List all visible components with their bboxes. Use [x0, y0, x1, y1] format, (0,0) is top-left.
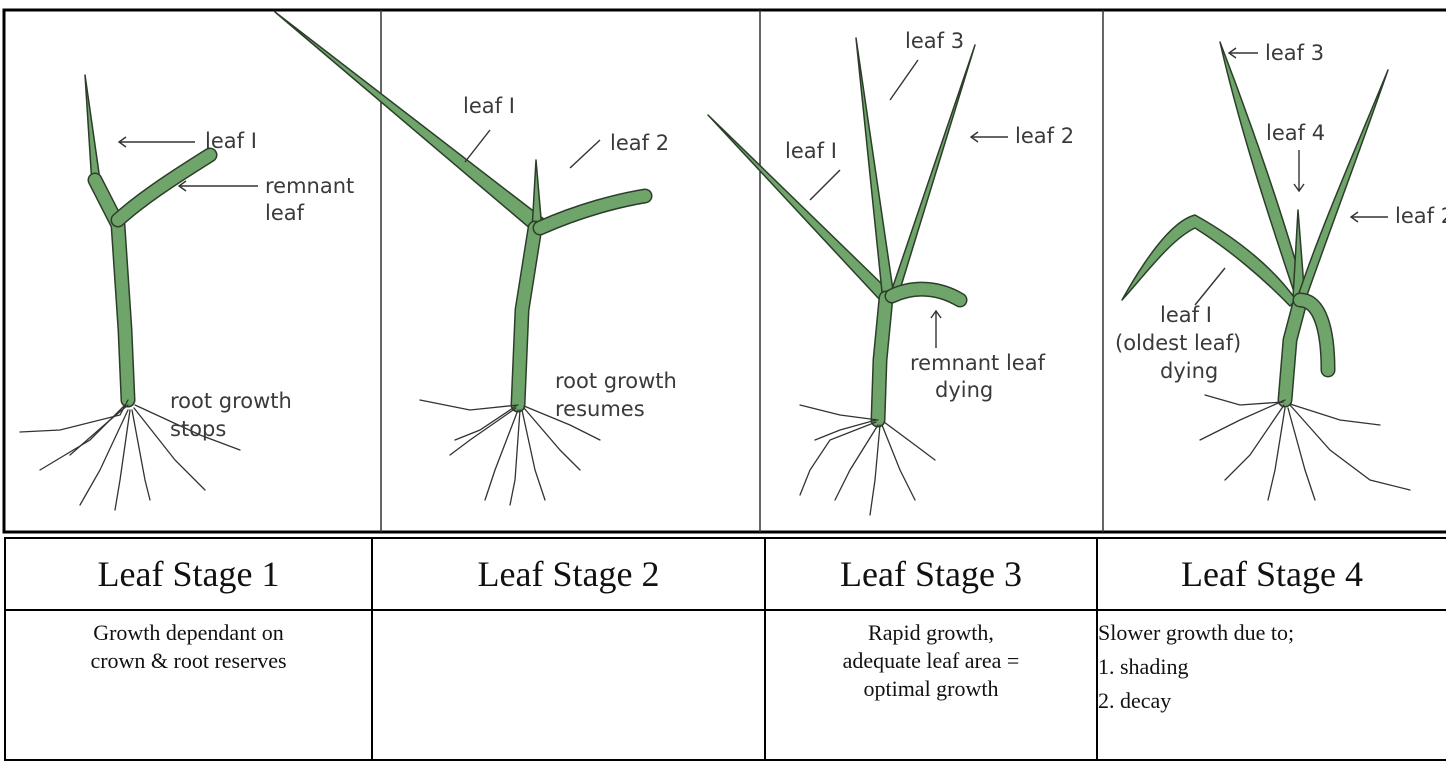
- label-root-growth: root growth: [170, 389, 292, 413]
- stage-heading-row: Leaf Stage 1 Leaf Stage 2 Leaf Stage 3 L…: [5, 538, 1446, 610]
- label-root-resumes: resumes: [555, 397, 645, 421]
- stage-heading: Leaf Stage 2: [372, 538, 765, 610]
- arrow-leaf1: [810, 170, 840, 200]
- description-line: Growth dependant on: [6, 619, 371, 647]
- label-leaf2: leaf 2: [1015, 124, 1074, 148]
- label-leaf1: leaf I: [785, 139, 837, 163]
- stage-description: Growth dependant on crown & root reserve…: [5, 610, 372, 760]
- description-line: 2. decay: [1098, 687, 1446, 715]
- stage-heading: Leaf Stage 1: [5, 538, 372, 610]
- label-leaf2: leaf 2: [610, 131, 669, 155]
- label-leaf3: leaf 3: [1265, 41, 1324, 65]
- plant-stage-3: [708, 38, 975, 515]
- stage-heading: Leaf Stage 4: [1097, 538, 1446, 610]
- stage-description: [372, 610, 765, 760]
- plant-stage-4: [1122, 42, 1410, 500]
- description-line: optimal growth: [766, 675, 1096, 703]
- label-remnant: remnant: [265, 174, 354, 198]
- label-dying: dying: [1160, 359, 1218, 383]
- description-line: Slower growth due to;: [1098, 619, 1446, 647]
- label-leaf2: leaf 2: [1395, 204, 1446, 228]
- description-line: 1. shading: [1098, 653, 1446, 681]
- label-leaf4: leaf 4: [1266, 121, 1325, 145]
- arrow-leaf3: [890, 60, 918, 100]
- label-oldest-leaf: (oldest leaf): [1115, 331, 1241, 355]
- description-line: adequate leaf area =: [766, 647, 1096, 675]
- label-root-stops: stops: [170, 417, 226, 441]
- stage-description: Slower growth due to; 1. shading 2. deca…: [1097, 610, 1446, 760]
- label-leaf1: leaf I: [205, 129, 257, 153]
- label-leaf3: leaf 3: [905, 29, 964, 53]
- stage-description-row: Growth dependant on crown & root reserve…: [5, 610, 1446, 760]
- arrow-leaf2: [570, 140, 600, 168]
- arrow-leaf1: [1195, 268, 1225, 305]
- arrow-leaf1: [465, 130, 490, 162]
- plant-stage-2: [275, 12, 645, 505]
- label-remnant-leaf: remnant leaf: [910, 351, 1046, 375]
- stage-description: Rapid growth, adequate leaf area = optim…: [765, 610, 1097, 760]
- stage-heading: Leaf Stage 3: [765, 538, 1097, 610]
- label-leaf1: leaf I: [1160, 303, 1212, 327]
- label-remnant-leaf: leaf: [265, 201, 305, 225]
- label-root-growth: root growth: [555, 369, 677, 393]
- illustration-frame: [4, 10, 1446, 532]
- label-dying: dying: [935, 378, 993, 402]
- roots-stage-3: [800, 405, 935, 515]
- description-line: crown & root reserves: [6, 647, 371, 675]
- leaf-stage-table: Leaf Stage 1 Leaf Stage 2 Leaf Stage 3 L…: [4, 537, 1446, 761]
- description-line: Rapid growth,: [766, 619, 1096, 647]
- label-leaf1: leaf I: [463, 94, 515, 118]
- roots-stage-4: [1200, 395, 1410, 500]
- leaf-stage-illustrations: leaf I remnant leaf root growth stops le…: [0, 0, 1446, 535]
